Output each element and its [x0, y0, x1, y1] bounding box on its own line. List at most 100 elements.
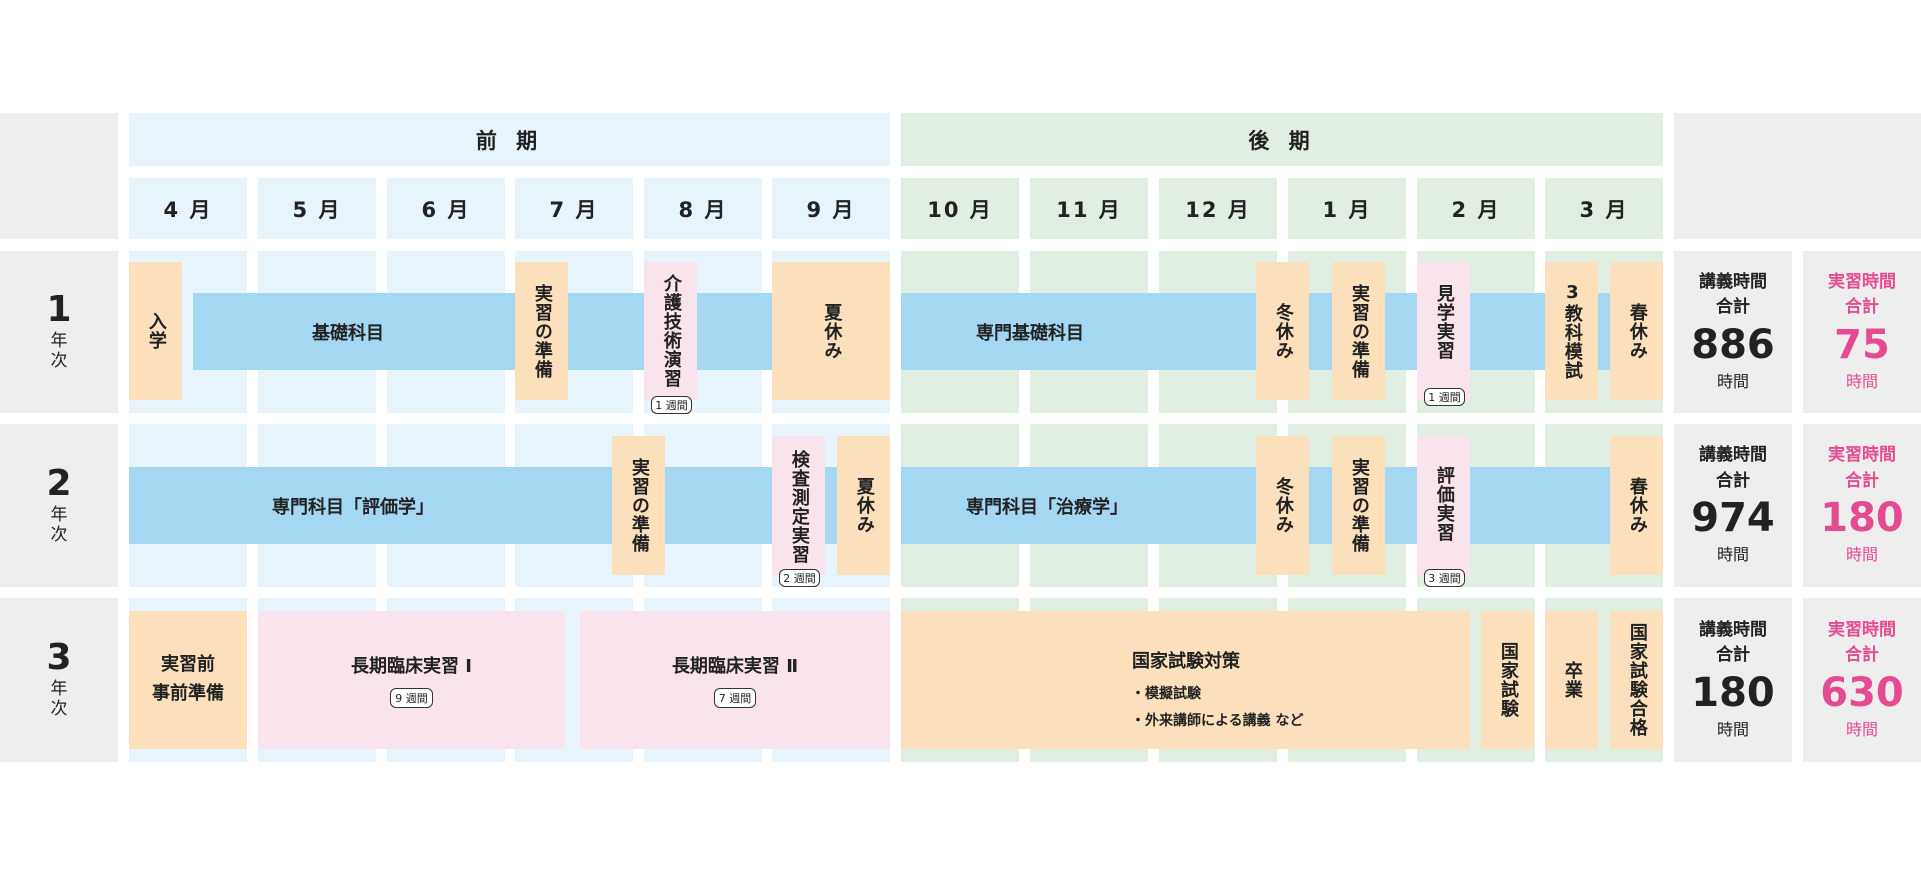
- stat-label: 合計: [1716, 297, 1750, 318]
- month-header: 3 月: [1545, 178, 1663, 239]
- weeks-badge: 2 週間: [779, 569, 820, 587]
- stat-label: 実習時間: [1828, 445, 1896, 466]
- exam-pass-box: 国家試験合格: [1610, 611, 1663, 749]
- month-header: 11 月: [1030, 178, 1148, 239]
- month-header: 10 月: [901, 178, 1019, 239]
- lecture-hours-stat-2: 講義時間 合計 974 時間: [1674, 424, 1792, 587]
- stat-label: 合計: [1845, 470, 1879, 491]
- month-header: 2 月: [1417, 178, 1535, 239]
- stat-unit: 時間: [1845, 371, 1878, 391]
- year-label-1: 1 年 次: [0, 251, 118, 413]
- box-label: 実習の準備: [628, 458, 650, 553]
- stat-label: 実習時間: [1828, 619, 1896, 640]
- spring-break-box: 春休み: [1610, 262, 1663, 400]
- bar-label: 専門科目「評価学」: [272, 496, 434, 518]
- month-header: 6 月: [387, 178, 505, 239]
- stat-label: 合計: [1845, 645, 1879, 666]
- box-label: 冬休み: [1272, 302, 1294, 360]
- long-clinical-2-box: 長期臨床実習 Ⅱ 7 週間: [580, 611, 890, 749]
- lecture-hours-stat-1: 講義時間 合計 886 時間: [1674, 251, 1792, 413]
- weeks-badge: 1 週間: [651, 396, 692, 414]
- stat-value: 180: [1691, 669, 1775, 716]
- stat-unit: 時間: [1845, 545, 1878, 565]
- box-label: 春休み: [1626, 302, 1648, 360]
- month-header: 1 月: [1288, 178, 1406, 239]
- box-label: 評価実習: [1433, 466, 1455, 542]
- box-label: 夏休み: [853, 477, 875, 534]
- box-label: 検査測定実習: [788, 450, 810, 564]
- bar-label: 専門科目「治療学」: [966, 496, 1128, 518]
- lecture-bar-evaluation: 専門科目「評価学」: [129, 467, 890, 544]
- bar-label: 基礎科目: [312, 322, 384, 344]
- long-clinical-1-box: 長期臨床実習 Ⅰ 9 週間: [258, 611, 565, 749]
- pre-practicum-box: 実習前 事前準備: [129, 611, 247, 749]
- stats-header: [1674, 113, 1921, 239]
- observation-practicum-box: 見学実習: [1417, 262, 1470, 400]
- first-term-header: 前 期: [129, 113, 890, 166]
- practicum-prep-box: 実習の準備: [515, 262, 568, 400]
- entrance-box: 入学: [129, 262, 182, 400]
- month-header: 8 月: [644, 178, 762, 239]
- stat-unit: 時間: [1716, 545, 1749, 565]
- year-number: 1: [46, 289, 72, 331]
- second-term-header: 後 期: [901, 113, 1663, 166]
- stat-value: 630: [1820, 669, 1904, 716]
- stat-value: 180: [1820, 495, 1904, 542]
- box-label: 春休み: [1626, 477, 1648, 534]
- practice-hours-stat-2: 実習時間 合計 180 時間: [1803, 424, 1921, 587]
- stat-value: 75: [1834, 321, 1890, 368]
- box-label: 冬休み: [1272, 477, 1294, 534]
- row-separator: [0, 413, 1921, 424]
- box-label: 実習の準備: [531, 283, 553, 379]
- box-label: 長期臨床実習 Ⅱ: [671, 656, 799, 677]
- row-separator: [0, 587, 1921, 598]
- stat-label: 講義時間: [1699, 271, 1767, 292]
- year-suffix: 年 次: [50, 679, 68, 719]
- practice-hours-stat-1: 実習時間 合計 75 時間: [1803, 251, 1921, 413]
- stat-label: 実習時間: [1828, 271, 1896, 292]
- stat-label: 合計: [1716, 645, 1750, 666]
- weeks-badge: 9 週間: [390, 688, 433, 708]
- month-header: 5 月: [258, 178, 376, 239]
- note-item: ・模擬試験: [1131, 686, 1201, 702]
- winter-break-box: 冬休み: [1256, 436, 1309, 575]
- box-label: 国家試験合格: [1626, 623, 1648, 737]
- year-label-2: 2 年 次: [0, 424, 118, 587]
- stat-unit: 時間: [1716, 371, 1749, 391]
- mock-exam-box: 3教科模試: [1545, 262, 1598, 400]
- winter-break-box: 冬休み: [1256, 262, 1309, 400]
- practice-hours-stat-3: 実習時間 合計 630 時間: [1803, 598, 1921, 762]
- lecture-hours-stat-3: 講義時間 合計 180 時間: [1674, 598, 1792, 762]
- box-label: 3教科模試: [1561, 282, 1583, 380]
- box-label: 実習の準備: [1348, 458, 1370, 553]
- graduation-box: 卒業: [1545, 611, 1598, 749]
- year-suffix: 年 次: [50, 504, 68, 545]
- note-item: ・外来講師による講義 など: [1131, 712, 1304, 729]
- box-label: 見学実習: [1433, 284, 1455, 360]
- national-exam-box: 国家試験: [1481, 611, 1534, 749]
- measurement-practicum-box: 検査測定実習: [772, 436, 825, 575]
- stat-value: 886: [1691, 321, 1775, 368]
- stat-unit: 時間: [1845, 719, 1878, 739]
- stat-label: 合計: [1845, 297, 1879, 318]
- summer-break-box: 夏休み: [837, 436, 890, 575]
- year-number: 3: [46, 637, 72, 679]
- box-label: 入学: [145, 312, 167, 350]
- year-label-3: 3 年 次: [0, 598, 118, 762]
- weeks-badge: 3 週間: [1424, 569, 1465, 587]
- evaluation-practicum-box: 評価実習: [1417, 436, 1470, 575]
- year-suffix: 年 次: [50, 331, 68, 371]
- box-label: 夏休み: [821, 302, 843, 360]
- weeks-badge: 1 週間: [1424, 388, 1465, 406]
- box-label: 国家試験: [1497, 642, 1519, 718]
- notes-list: ・模擬試験 ・外来講師による講義 など: [1131, 681, 1303, 734]
- box-label: 国家試験対策: [1132, 651, 1240, 672]
- practicum-prep-box: 実習の準備: [612, 436, 665, 575]
- stat-unit: 時間: [1716, 719, 1749, 739]
- box-label-line-1: 実習前: [161, 654, 215, 676]
- box-label: 卒業: [1561, 661, 1583, 699]
- spring-break-box: 春休み: [1610, 436, 1663, 575]
- box-label: 長期臨床実習 Ⅰ: [351, 656, 472, 677]
- month-header: 12 月: [1159, 178, 1277, 239]
- month-header: 9 月: [772, 178, 890, 239]
